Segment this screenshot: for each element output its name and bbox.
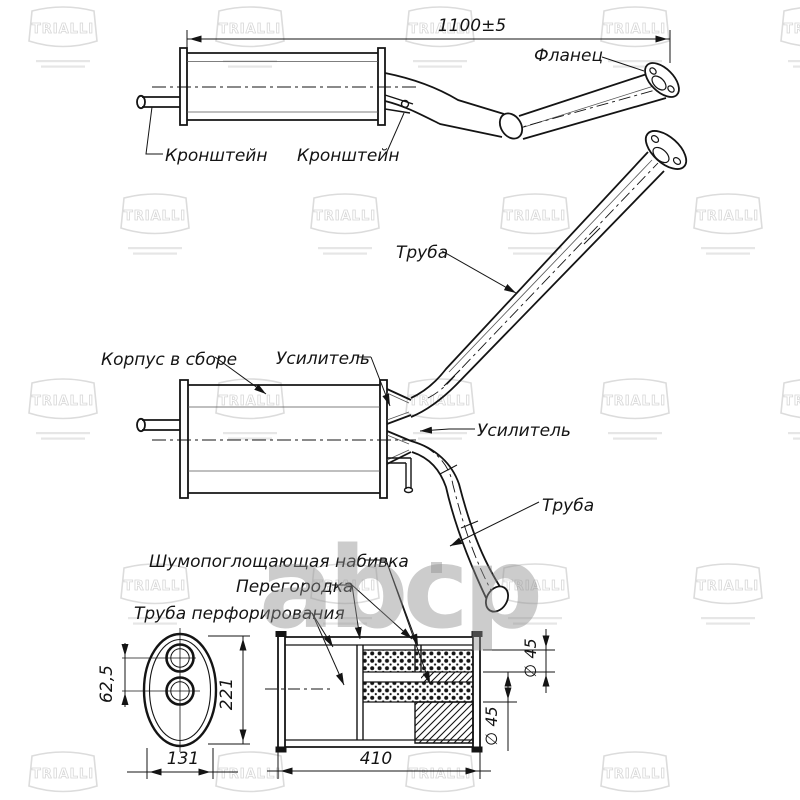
longitudinal-section-view — [265, 560, 555, 779]
drawing-layer — [121, 30, 693, 779]
flange — [639, 57, 685, 103]
dim-131-text: 131 — [167, 749, 199, 769]
flange-label: Фланец — [534, 46, 603, 66]
flange-2 — [639, 124, 693, 176]
trialli-watermark: TRIALLI — [406, 752, 474, 800]
trialli-watermark-text: TRIALLI — [604, 22, 666, 37]
dim-221 — [208, 636, 250, 744]
trialli-watermark-text: TRIALLI — [409, 394, 471, 409]
tail-pipe — [411, 441, 513, 616]
trialli-watermark-text: TRIALLI — [784, 394, 800, 409]
bracket-label-2: Кронштейн — [297, 146, 399, 166]
trialli-watermark-text: TRIALLI — [124, 209, 186, 224]
middle-leaders — [215, 251, 539, 546]
pipe-label-2: Труба — [542, 496, 594, 516]
rear-muffler-assembly — [137, 124, 693, 616]
baffle-label: Перегородка — [236, 577, 353, 597]
body-label: Корпус в сборе — [101, 350, 237, 370]
end-section-view — [121, 628, 250, 779]
perforated-pipe-label: Труба перфорирования — [134, 604, 345, 624]
reinforcement-label-2: Усилитель — [477, 421, 571, 441]
trialli-watermark: TRIALLI — [311, 564, 379, 625]
dim-221-text: 221 — [217, 678, 237, 710]
dim-d45-2-text: ∅ 45 — [482, 706, 501, 745]
reinforcement-label-1: Усилитель — [276, 349, 370, 369]
trialli-watermark-text: TRIALLI — [124, 579, 186, 594]
trialli-watermark-text: TRIALLI — [697, 209, 759, 224]
trialli-watermark: TRIALLI — [501, 564, 569, 625]
trialli-watermark: TRIALLI — [781, 379, 800, 440]
trialli-watermark-text: TRIALLI — [314, 579, 376, 594]
trialli-watermark-layer: TRIALLI TRIALLI TRIALLI TRIALLI TRIALLI TRIAL… — [29, 7, 800, 800]
top-leaders — [146, 57, 644, 154]
trialli-watermark: TRIALLI — [781, 7, 800, 68]
trialli-watermark: TRIALLI — [694, 564, 762, 625]
trialli-watermark: TRIALLI — [29, 7, 97, 68]
trialli-watermark-text: TRIALLI — [32, 394, 94, 409]
dim-1100-text: 1100±5 — [438, 16, 506, 36]
trialli-watermark-text: TRIALLI — [32, 22, 94, 37]
text-layer: 1100±5 Фланец Кронштейн Кронштейн Труба … — [97, 16, 603, 769]
trialli-watermark: TRIALLI — [121, 564, 189, 625]
hook-bracket — [387, 458, 413, 493]
trialli-watermark: TRIALLI — [216, 7, 284, 68]
abcp-logo-text: abcp — [259, 524, 539, 654]
dim-131 — [127, 748, 238, 779]
trialli-watermark-text: TRIALLI — [219, 394, 281, 409]
dim-62-5-text: 62,5 — [97, 665, 117, 703]
trialli-watermark: TRIALLI — [29, 752, 97, 800]
trialli-watermark: TRIALLI — [601, 379, 669, 440]
trialli-watermark: TRIALLI — [601, 7, 669, 68]
dim-d45-1-text: ∅ 45 — [521, 638, 540, 677]
trialli-watermark-text: TRIALLI — [697, 579, 759, 594]
abcp-watermark: abcp — [259, 524, 545, 654]
trialli-watermark-text: TRIALLI — [504, 579, 566, 594]
dim-410-text: 410 — [360, 749, 392, 769]
section-leaders — [304, 560, 430, 685]
trialli-watermark: TRIALLI — [216, 379, 284, 440]
trialli-watermark: TRIALLI — [501, 194, 569, 255]
trialli-watermark-text: TRIALLI — [604, 394, 666, 409]
long-pipe — [411, 152, 664, 417]
trialli-watermark-text: TRIALLI — [504, 209, 566, 224]
stuffing-label: Шумопоглощающая набивка — [149, 552, 409, 572]
trialli-watermark: TRIALLI — [311, 194, 379, 255]
trialli-watermark: TRIALLI — [121, 194, 189, 255]
trialli-watermark-text: TRIALLI — [32, 767, 94, 782]
trialli-watermark-text: TRIALLI — [409, 22, 471, 37]
trialli-watermark-text: TRIALLI — [409, 767, 471, 782]
trialli-watermark-text: TRIALLI — [314, 209, 376, 224]
trialli-watermark: TRIALLI — [406, 379, 474, 440]
bracket-strut-right — [385, 95, 413, 113]
pipe-label-1: Труба — [396, 243, 448, 263]
trialli-watermark-text: TRIALLI — [784, 22, 800, 37]
reinforcement-cones — [387, 389, 411, 464]
front-pipe — [385, 73, 666, 143]
trialli-watermark: TRIALLI — [29, 379, 97, 440]
trialli-watermark-text: TRIALLI — [219, 22, 281, 37]
trialli-watermark: TRIALLI — [694, 194, 762, 255]
trialli-watermark: TRIALLI — [406, 7, 474, 68]
front-muffler-assembly — [137, 30, 685, 154]
dim-410 — [267, 751, 491, 779]
trialli-watermark-text: TRIALLI — [604, 767, 666, 782]
trialli-watermark-text: TRIALLI — [219, 767, 281, 782]
dim-d45-1 — [483, 629, 555, 693]
trialli-watermark: TRIALLI — [601, 752, 669, 800]
bracket-rod-left — [137, 96, 180, 108]
bracket-rod-left-2 — [137, 419, 180, 431]
trialli-watermark: TRIALLI — [216, 752, 284, 800]
bracket-label-1: Кронштейн — [165, 146, 267, 166]
dim-d45-2 — [483, 672, 517, 751]
